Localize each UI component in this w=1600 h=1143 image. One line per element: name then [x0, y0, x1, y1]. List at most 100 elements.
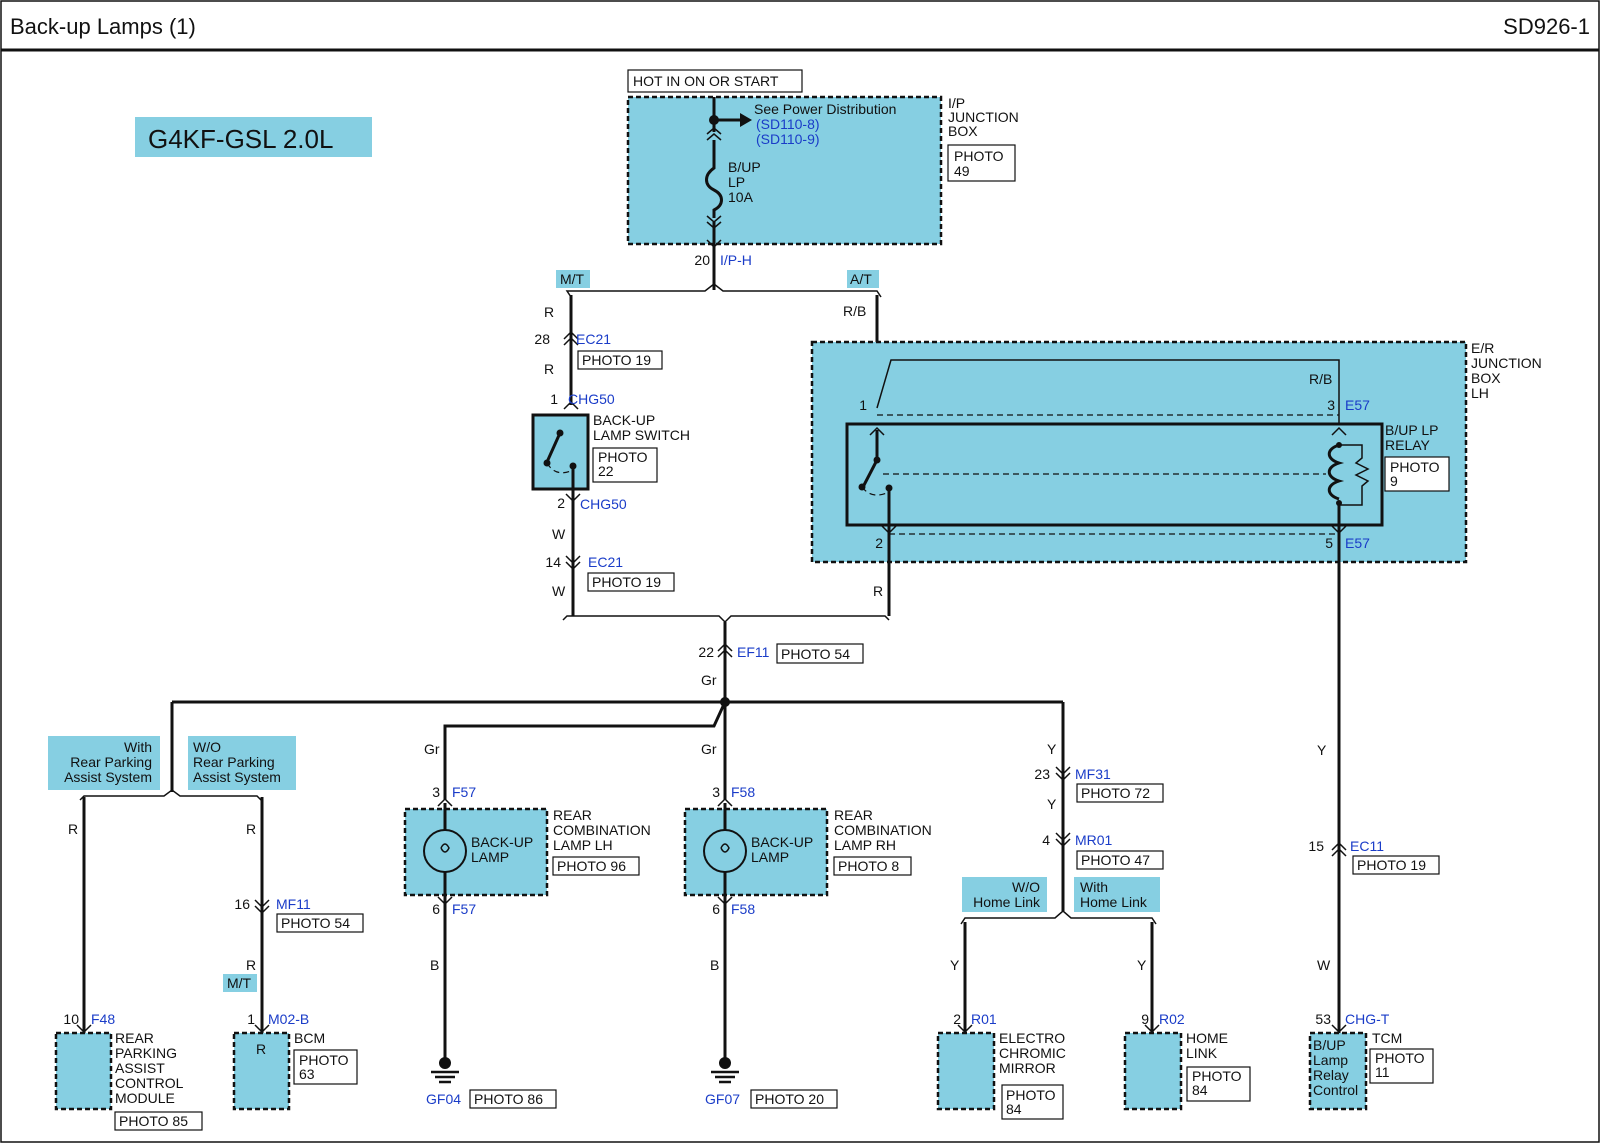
ground-lh-photo: PHOTO 86 [474, 1091, 543, 1107]
home-link-module [1123, 1031, 1183, 1111]
sd-ref-1: (SD110-8) [756, 116, 820, 132]
wo-home-tag-box [962, 877, 1047, 912]
homelink-pin: 9 [1141, 1011, 1149, 1027]
at-tag-box [847, 270, 879, 288]
ec11-photo-box [1352, 855, 1440, 875]
hot-in-box [627, 69, 803, 93]
er-pin2: 2 [875, 535, 883, 551]
wire-r-4: R [68, 821, 78, 837]
ip-box-name-1: I/P [948, 95, 965, 111]
mf31-pin: 23 [1034, 766, 1050, 782]
er-pin1: 1 [859, 397, 867, 413]
bcm-pin: 1 [247, 1011, 255, 1027]
ef11-merge-bus [562, 615, 890, 624]
ip-box-photo-2: 49 [954, 163, 970, 179]
ec21-bottom-photo: PHOTO 19 [592, 574, 661, 590]
mf31-name: MF31 [1075, 766, 1111, 782]
mf11-photo: PHOTO 54 [281, 915, 350, 931]
lamp-rh-inner-2: LAMP [751, 849, 789, 865]
tcm-pin: 53 [1315, 1011, 1331, 1027]
rpas-name-3: ASSIST [115, 1060, 165, 1076]
ground-lh-photo-box [469, 1089, 557, 1109]
ec11-pin: 15 [1308, 838, 1324, 854]
wire-r-6: R [246, 957, 256, 973]
fuse-top-connector-icon [706, 127, 722, 141]
mirror-photo-box [1001, 1084, 1064, 1120]
relay-link-icon [861, 486, 890, 496]
tcm-connector: CHG-T [1345, 1011, 1390, 1027]
chg50-top-connector-icon [563, 400, 579, 410]
page-title: Back-up Lamps (1) [10, 14, 196, 39]
f57-bottom-connector-icon [437, 896, 453, 906]
hot-in-label: HOT IN ON OR START [633, 73, 779, 89]
mf11-pin: 16 [234, 896, 250, 912]
switch-blade-icon [545, 432, 562, 463]
relay-resistor-icon [1339, 444, 1370, 506]
mirror-photo-2: 84 [1006, 1101, 1022, 1117]
homelink-photo-1: PHOTO [1192, 1068, 1242, 1084]
er-box-name-1: E/R [1471, 340, 1494, 356]
mt-bcm-tag: M/T [227, 975, 252, 991]
wo-rpas-tag-box [188, 736, 296, 790]
mirror-name-3: MIRROR [999, 1060, 1056, 1076]
homelink-photo-2: 84 [1192, 1082, 1208, 1098]
lamp-lh-connector-top: F57 [452, 784, 476, 800]
er-box-name-2: JUNCTION [1471, 355, 1542, 371]
ec21-bottom-pin: 14 [545, 554, 561, 570]
ground-lh-icon [431, 1070, 459, 1084]
ec11-photo: PHOTO 19 [1357, 857, 1426, 873]
er-connector-bottom: E57 [1345, 535, 1370, 551]
lamp-rh-photo-box [833, 856, 912, 876]
lamp-lh-name-1: REAR [553, 807, 592, 823]
relay-blade-icon [861, 459, 879, 488]
tcm-inner-1: B/UP [1313, 1037, 1346, 1053]
ground-rh-icon [711, 1070, 739, 1084]
sd-ref-2: (SD110-9) [756, 131, 820, 147]
wire-rb-2: R/B [1309, 371, 1332, 387]
ef11-photo: PHOTO 54 [781, 646, 850, 662]
lamp-lh-pin-top: 3 [432, 784, 440, 800]
ef11-name: EF11 [737, 644, 770, 660]
wire-r-2: R [544, 361, 554, 377]
wire-rb-1: R/B [843, 303, 866, 319]
ground-lh-name: GF04 [426, 1091, 461, 1107]
wire-w-2: W [552, 583, 566, 599]
switch-name-1: BACK-UP [593, 412, 655, 428]
er-connector-top: E57 [1345, 397, 1370, 413]
ip-box-photo-1: PHOTO [954, 148, 1004, 164]
relay-photo-1: PHOTO [1390, 459, 1440, 475]
lamp-lh-photo-box [552, 856, 640, 876]
ef11-connector-icon [717, 642, 733, 658]
lamp-rh-connector-bottom: F58 [731, 901, 755, 917]
wo-home-1: W/O [1012, 879, 1040, 895]
mt-tag-box [556, 270, 590, 288]
lamp-lh-photo: PHOTO 96 [557, 858, 626, 874]
backup-lamp-switch [531, 413, 590, 491]
relay-pin1-connector-icon [869, 426, 885, 436]
wire-y-1: Y [1047, 741, 1057, 757]
rpas-photo: PHOTO 85 [119, 1113, 188, 1129]
lamp-lh-inner-1: BACK-UP [471, 834, 533, 850]
lamp-lh-filament-icon [440, 843, 450, 853]
rpas-control-module [54, 1031, 113, 1111]
rpas-connector: F48 [91, 1011, 115, 1027]
wire-gr-3: Gr [701, 741, 717, 757]
ec21-top-pin: 28 [534, 331, 550, 347]
tcm-module [1308, 1031, 1368, 1111]
lamp-rh-filament-icon [720, 843, 730, 853]
tcm-photo-2: 11 [1375, 1064, 1390, 1080]
wire-r-3: R [873, 583, 883, 599]
mr01-photo: PHOTO 47 [1081, 852, 1150, 868]
ec21-top-photo: PHOTO 19 [582, 352, 651, 368]
ip-box-name-3: BOX [948, 123, 978, 139]
wo-home-2: Home Link [973, 894, 1041, 910]
mf31-photo-box [1076, 783, 1164, 803]
with-rpas-2: Rear Parking [70, 754, 152, 770]
wo-rpas-2: Rear Parking [193, 754, 275, 770]
lamp-lh-name-2: COMBINATION [553, 822, 651, 838]
rpas-split-bus [79, 789, 262, 801]
er-pin3: 3 [1327, 397, 1335, 413]
mirror-name-2: CHROMIC [999, 1045, 1066, 1061]
